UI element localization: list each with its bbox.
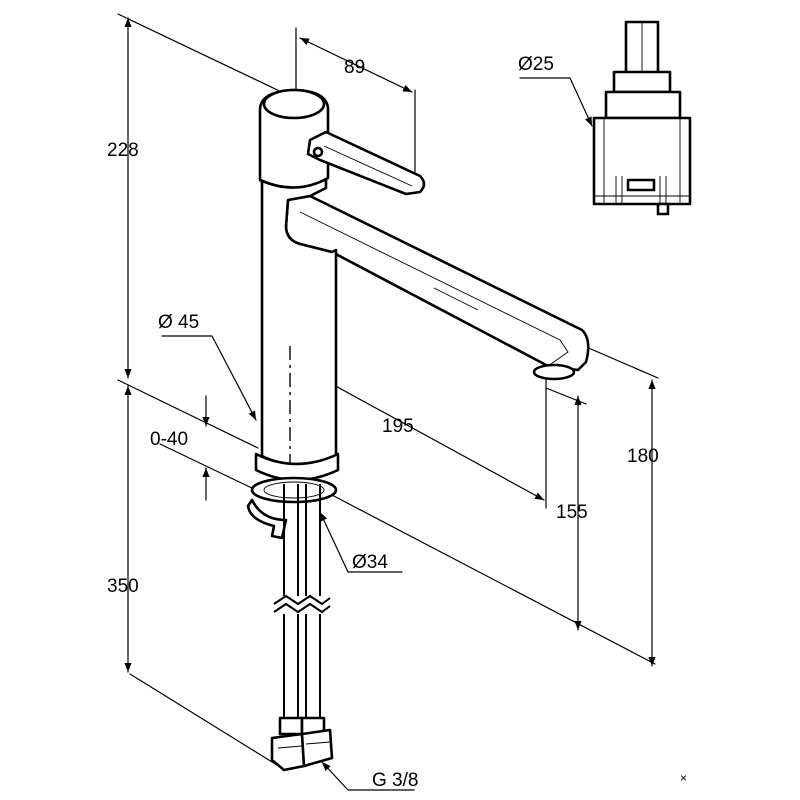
label-spout-reach: 195 [382, 416, 414, 437]
leader-body-diameter [161, 335, 257, 421]
dimension-lines [124, 17, 656, 673]
label-spout-height: 180 [627, 446, 659, 467]
label-handle-length: 89 [344, 57, 365, 78]
cartridge-detail [592, 20, 692, 216]
corner-mark: × [680, 771, 687, 785]
hose-connectors [270, 716, 334, 772]
mounting-clamp [246, 498, 288, 540]
label-hole-diameter: Ø34 [352, 552, 388, 573]
label-upper-height: 228 [107, 140, 139, 161]
supply-hoses [273, 484, 331, 722]
base-ring-upper [254, 452, 340, 482]
label-countertop-thickness: 0-40 [150, 429, 188, 450]
lever-cap-top [262, 88, 326, 120]
leader-connection-thread [321, 761, 415, 791]
lever-pivot [312, 146, 324, 158]
label-connection-thread: G 3/8 [372, 770, 418, 791]
label-outlet-height: 155 [556, 502, 588, 523]
label-hose-length: 350 [107, 576, 139, 597]
dim-line-89 [299, 37, 413, 93]
spout-aerator [532, 363, 576, 381]
dimension-labels: 228 89 Ø25 Ø 45 0-40 195 180 155 Ø34 350… [107, 54, 687, 791]
label-body-diameter: Ø 45 [158, 312, 199, 333]
leader-hole-diameter [319, 511, 403, 573]
label-cartridge-diameter: Ø25 [518, 54, 554, 75]
leader-lines [161, 77, 593, 791]
extension-lines [117, 13, 659, 771]
leader-cartridge-diameter [519, 77, 593, 127]
faucet [246, 88, 590, 772]
